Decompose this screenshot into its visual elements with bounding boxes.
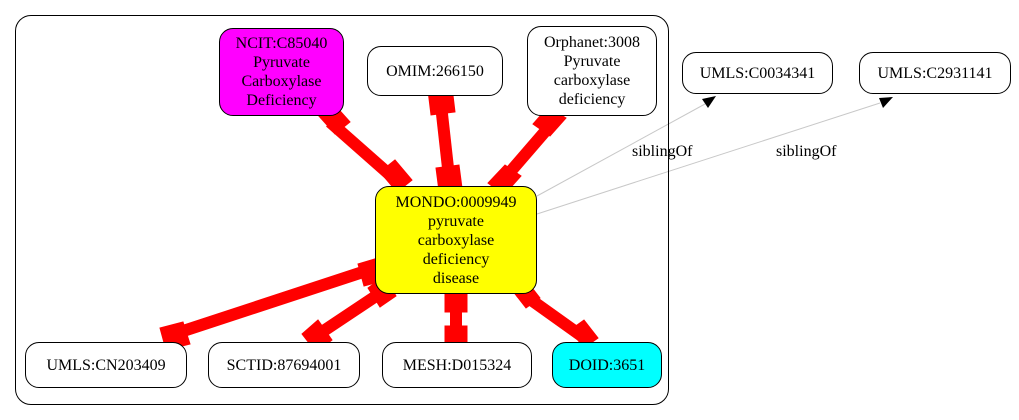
node-label-line: MESH:D015324 [402, 356, 512, 374]
node-label-line: MONDO:0009949 [395, 193, 517, 211]
node-label-line: Deficiency [246, 92, 317, 109]
edge-umls-cn203409-mondo [166, 262, 377, 342]
node-mesh-d015324[interactable]: MESH:D015324 [382, 342, 532, 388]
edge-siblingof-umls-c0034341 [536, 103, 706, 197]
sibling-edges [536, 96, 893, 215]
node-label-line: UMLS:CN203409 [46, 356, 166, 374]
node-label-line: DOID:3651 [568, 356, 646, 374]
node-label-line: Pyruvate [253, 54, 310, 71]
node-label-line: deficiency [558, 91, 626, 108]
node-omim-266150[interactable]: OMIM:266150 [367, 46, 503, 96]
node-label-line: carboxylase [553, 72, 631, 89]
node-label-line: SCTID:87694001 [226, 356, 342, 374]
edge-ncit-mondo-cap [379, 159, 413, 193]
node-umls-c0034341[interactable]: UMLS:C0034341 [682, 52, 833, 94]
node-sctid-87694001[interactable]: SCTID:87694001 [208, 342, 360, 388]
node-label-line: Carboxylase [241, 73, 322, 90]
node-label-line: Orphanet:3008 [544, 34, 640, 51]
node-label-line: UMLS:C2931141 [877, 64, 993, 82]
node-umls-cn203409[interactable]: UMLS:CN203409 [25, 342, 187, 388]
node-label-line: UMLS:C0034341 [699, 64, 816, 82]
edge-siblingof-umls-c2931141 [536, 102, 881, 215]
node-label-line: carboxylase [417, 231, 495, 249]
node-umls-c2931141[interactable]: UMLS:C2931141 [859, 52, 1011, 94]
node-label-line: Pyruvate [563, 53, 621, 70]
node-label-line: OMIM:266150 [386, 62, 484, 80]
arrowhead-umls-c0034341 [702, 96, 716, 108]
node-label-line: deficiency [422, 250, 490, 268]
node-label-line: disease [432, 269, 480, 287]
node-label-line: NCIT:C85040 [235, 35, 328, 52]
edge-label-siblingof-1: siblingOf [632, 143, 693, 160]
arrowhead-umls-c2931141 [879, 97, 893, 108]
node-doid-3651[interactable]: DOID:3651 [552, 342, 662, 388]
edge-label-siblingof-2: siblingOf [776, 143, 837, 160]
equivalence-cluster [15, 15, 669, 405]
node-label-line: pyruvate [428, 212, 484, 230]
